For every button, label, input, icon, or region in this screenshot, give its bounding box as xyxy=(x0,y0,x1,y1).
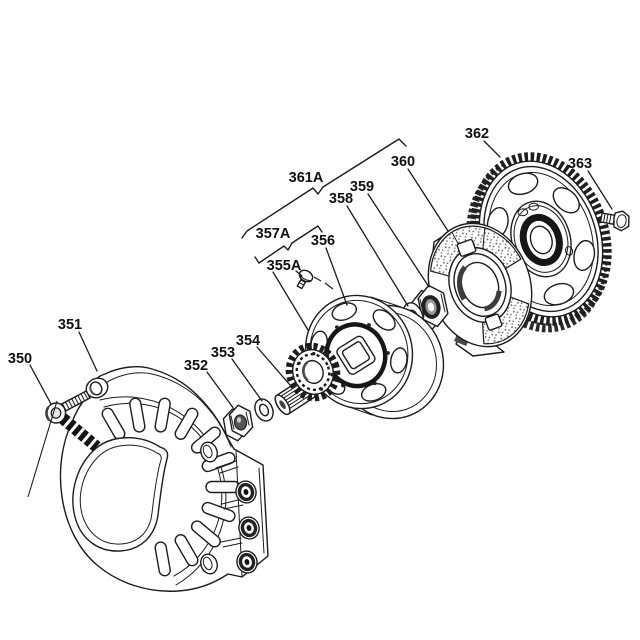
dashed-leader-355A-axis xyxy=(313,276,334,290)
starter-toothed-hub xyxy=(285,342,341,402)
drive-washer xyxy=(254,398,274,422)
leader-line-350 xyxy=(29,364,52,405)
clutch-assembly xyxy=(427,222,533,357)
leader-line-362 xyxy=(483,140,501,158)
part-label-361A: 361A xyxy=(289,170,324,186)
part-label-362: 362 xyxy=(465,126,489,142)
part-label-351: 351 xyxy=(58,317,82,333)
cover-mount-bosses xyxy=(235,480,260,574)
part-label-356: 356 xyxy=(311,233,335,249)
clutch-bore xyxy=(453,253,507,317)
drum-square-bore xyxy=(336,335,376,375)
leader-line-359 xyxy=(367,193,430,288)
bracket-361A xyxy=(241,138,407,239)
part-label-355A: 355A xyxy=(267,258,302,274)
drive-nut xyxy=(222,404,254,442)
bracket-357A xyxy=(254,225,323,264)
leader-line-355A xyxy=(295,270,303,277)
leader-line-354 xyxy=(256,346,291,386)
part-label-360: 360 xyxy=(391,154,415,170)
part-label-363: 363 xyxy=(568,156,592,172)
part-label-354: 354 xyxy=(236,333,260,349)
leader-line-352 xyxy=(206,371,235,410)
part-label-357A: 357A xyxy=(256,226,291,242)
hub-screw xyxy=(296,269,314,290)
part-label-358: 358 xyxy=(329,191,353,207)
leader-line-355A-b xyxy=(272,271,309,331)
clutch-cover xyxy=(57,366,269,592)
axis-line xyxy=(27,400,58,498)
cover-serrated-band xyxy=(57,412,101,452)
flywheel-center-bore xyxy=(529,225,553,255)
leader-line-363 xyxy=(587,170,613,210)
part-label-350: 350 xyxy=(8,351,32,367)
cover-vent-slots xyxy=(101,397,241,577)
leader-line-360 xyxy=(407,168,449,232)
leader-line-358 xyxy=(346,205,409,307)
leader-line-351 xyxy=(78,331,98,372)
flywheel-bolt xyxy=(599,210,630,232)
cover-lug-bottom xyxy=(200,553,218,575)
part-label-359: 359 xyxy=(350,179,374,195)
leader-line-356 xyxy=(325,247,348,306)
leader-line-353 xyxy=(231,358,263,402)
cover-bolt xyxy=(45,390,91,424)
part-label-353: 353 xyxy=(211,345,235,361)
part-label-352: 352 xyxy=(184,358,208,374)
cover-lug-top xyxy=(200,441,218,463)
